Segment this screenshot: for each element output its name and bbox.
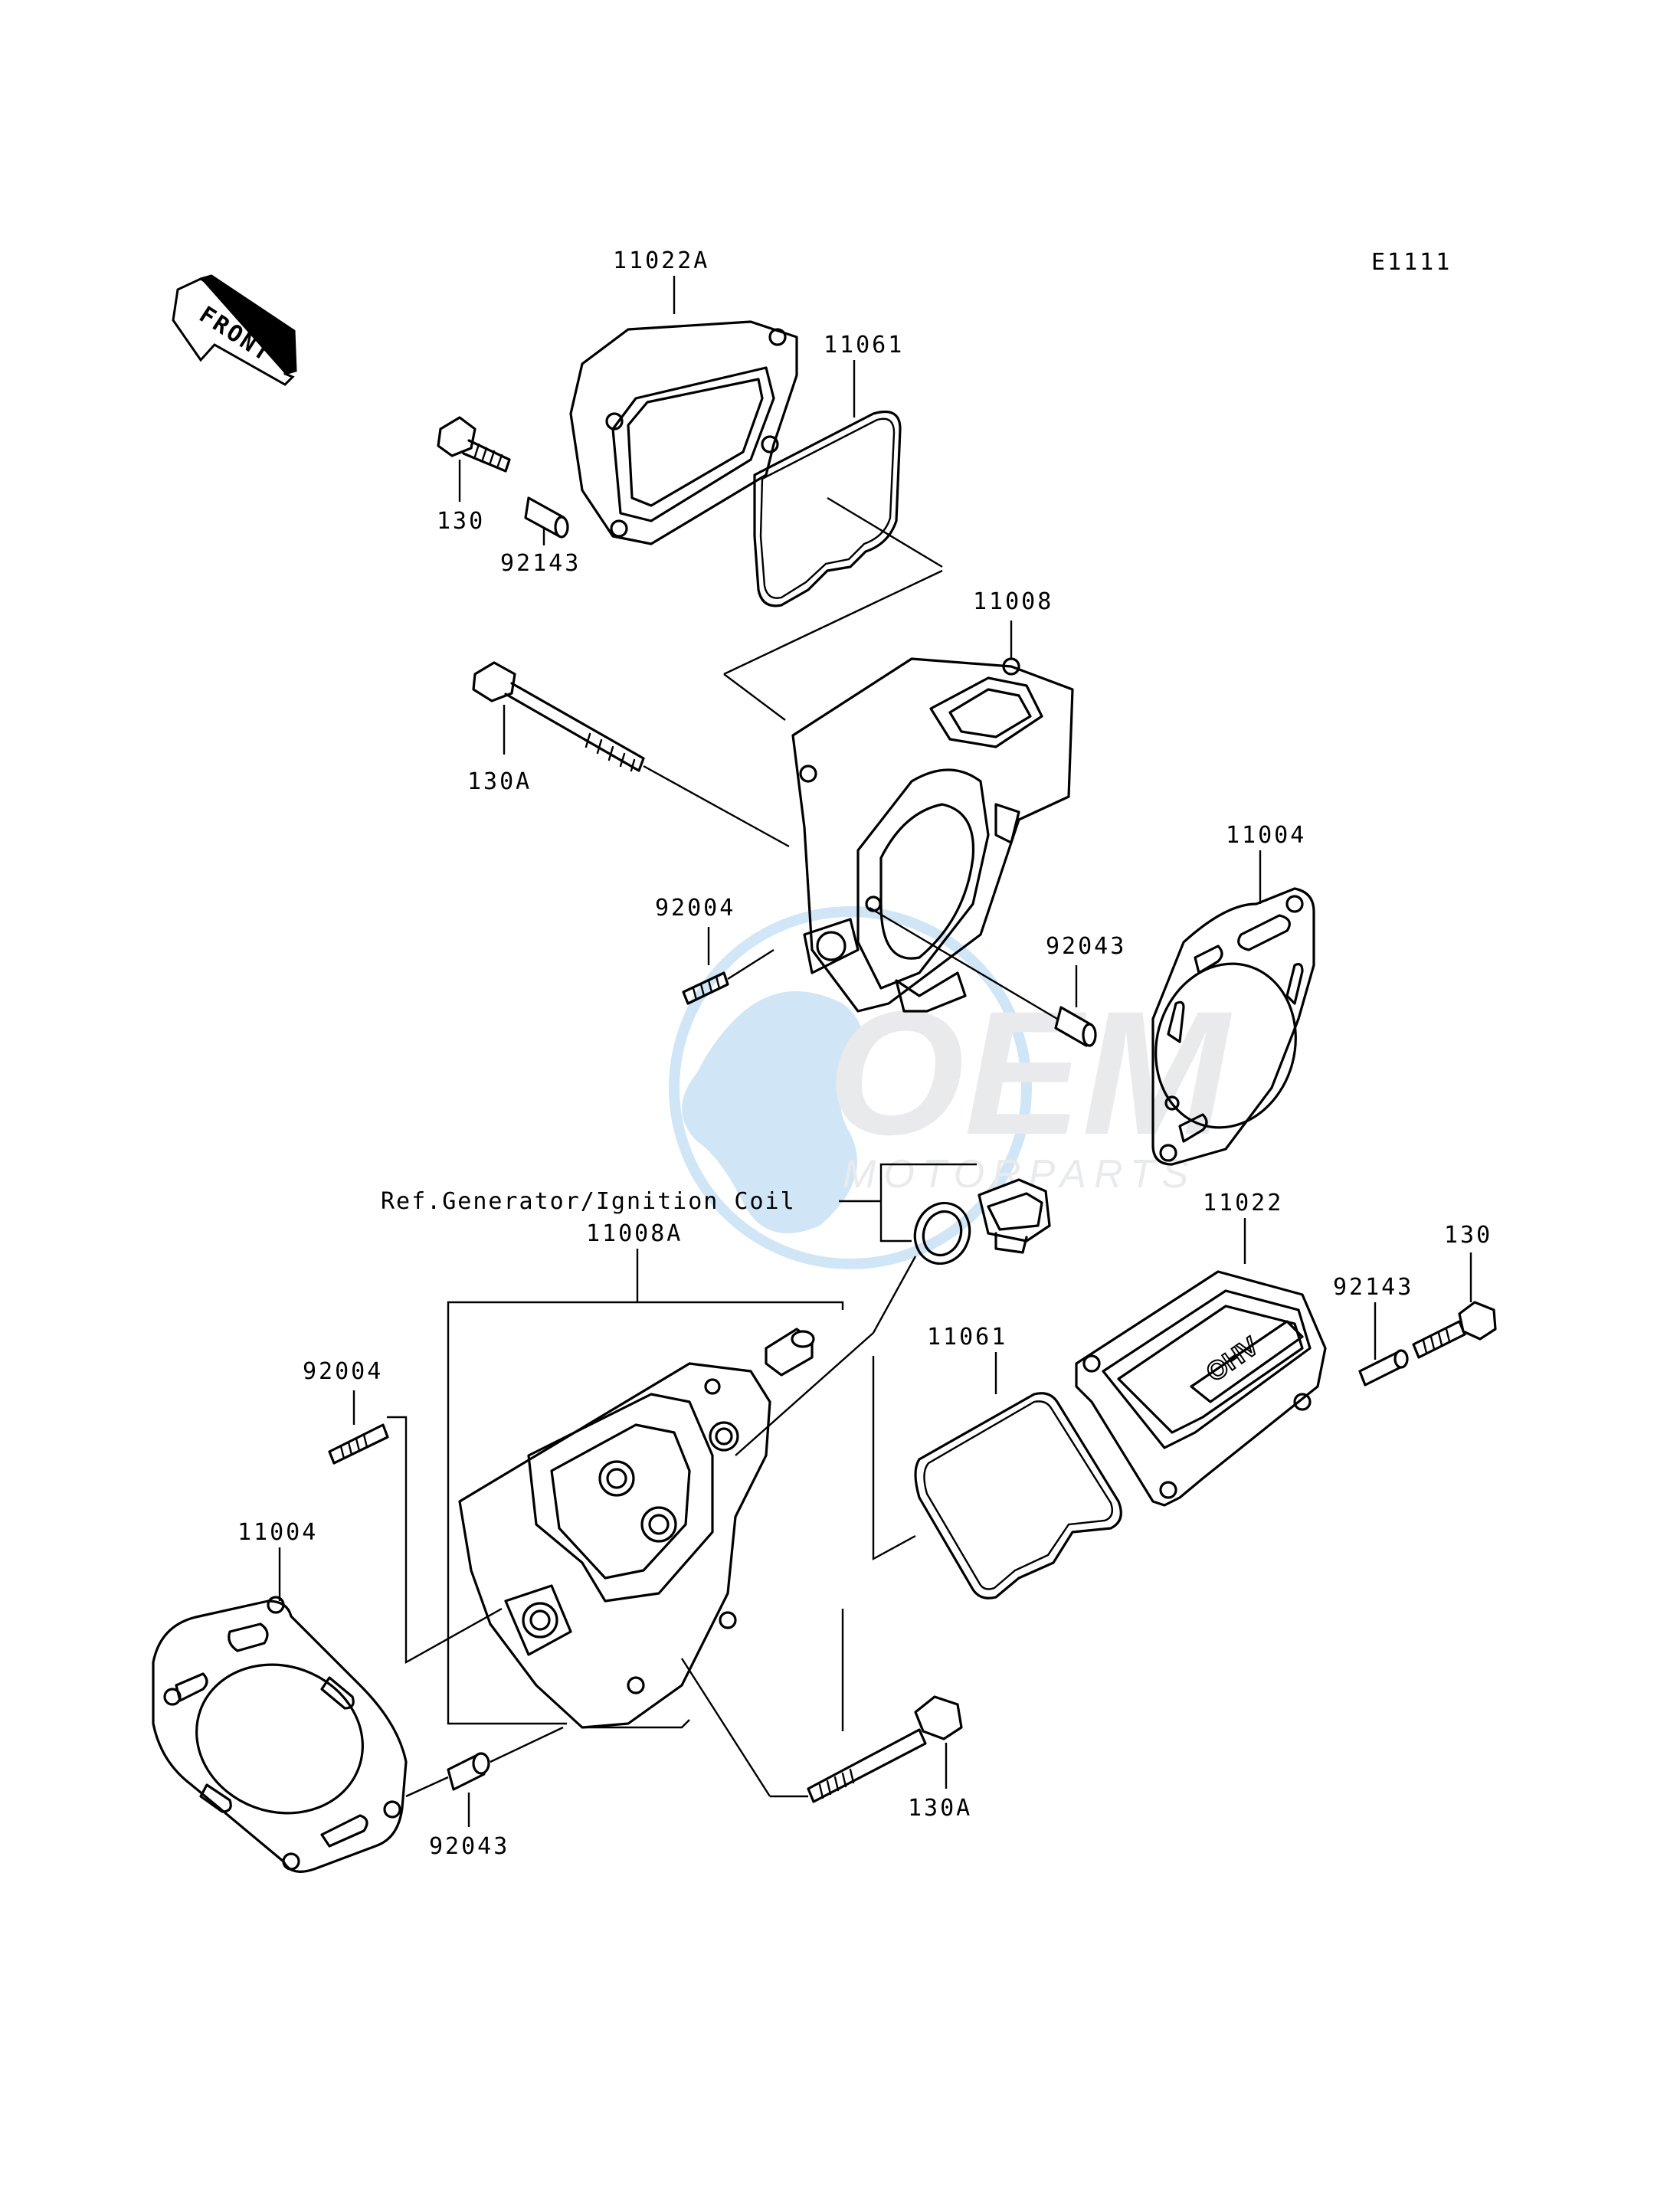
head-bolt-top	[472, 661, 645, 772]
stud-bottom	[328, 1423, 389, 1465]
reference-note: Ref.Generator/Ignition Coil	[381, 1188, 796, 1215]
stud-top	[682, 971, 729, 1005]
label-92043-bottom: 92043	[429, 1833, 509, 1860]
cover-bolt-top	[437, 416, 511, 473]
oil-filler-cap	[978, 1178, 1051, 1254]
label-92043-top: 92043	[1046, 933, 1126, 960]
label-92143-top: 92143	[500, 550, 581, 577]
label-92143-right: 92143	[1333, 1274, 1413, 1301]
label-130A-bottom: 130A	[908, 1795, 972, 1822]
cover-bolt-right	[1412, 1301, 1497, 1359]
label-11022-right: 11022	[1203, 1190, 1283, 1216]
watermark-brand: OEM	[827, 974, 1232, 1171]
label-11061-top: 11061	[824, 332, 904, 359]
o-ring	[913, 1201, 971, 1265]
label-130-right: 130	[1444, 1222, 1492, 1249]
collar-right	[1358, 1349, 1409, 1387]
label-11008-top: 11008	[973, 588, 1053, 615]
label-11061-bottom: 11061	[927, 1324, 1007, 1351]
cylinder-head-cover-right: OHV	[1075, 1270, 1327, 1507]
head-bolt-bottom	[807, 1695, 963, 1803]
head-gasket-left	[152, 1596, 408, 1873]
cylinder-head-top	[791, 657, 1074, 1013]
cover-gasket-top	[753, 410, 943, 607]
cylinder-head-cover-top	[569, 320, 798, 545]
cover-gasket-bottom	[914, 1392, 1122, 1599]
oem-motorparts-watermark: OEM MOTORPARTS	[669, 906, 1232, 1269]
collar-top	[524, 496, 569, 539]
label-92004-bottom: 92004	[303, 1358, 383, 1385]
label-92004-top: 92004	[655, 895, 735, 922]
front-direction-arrow: FRONT	[172, 274, 297, 386]
cylinder-head-bottom	[458, 1328, 815, 1729]
label-11004-left: 11004	[237, 1519, 318, 1546]
svg-text:OHV: OHV	[1201, 1331, 1264, 1388]
diagram-code: E1111	[1371, 249, 1452, 276]
label-11022A-top: 11022A	[613, 247, 709, 274]
label-130A-top: 130A	[467, 768, 532, 795]
label-130-top: 130	[437, 508, 485, 535]
head-gasket-right	[1151, 887, 1315, 1166]
dowel-bottom	[447, 1752, 490, 1791]
label-11008A-bottom: 11008A	[586, 1220, 683, 1247]
dowel-top	[1054, 1006, 1097, 1047]
label-11004-right: 11004	[1226, 822, 1306, 849]
